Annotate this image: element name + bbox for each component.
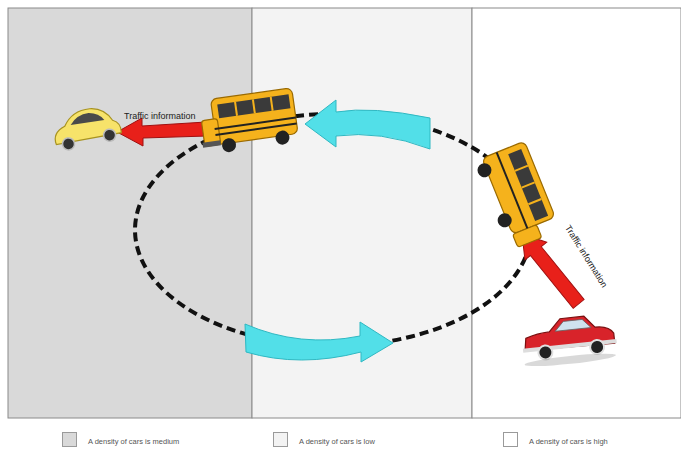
bus-bumper bbox=[202, 140, 221, 147]
legend-swatch bbox=[503, 432, 518, 447]
red-car bbox=[520, 313, 618, 369]
wheel bbox=[475, 161, 493, 179]
legend-item: A density of cars is high bbox=[503, 432, 681, 452]
window-frame bbox=[528, 199, 541, 204]
wheel bbox=[61, 137, 75, 151]
window-frame bbox=[253, 99, 255, 113]
medium-density-band bbox=[8, 8, 252, 418]
bus-windows bbox=[217, 94, 290, 118]
wheel bbox=[102, 128, 116, 142]
legend-item: A density of cars is medium bbox=[62, 432, 262, 452]
legend-item: A density of cars is low bbox=[273, 432, 473, 452]
wheel bbox=[589, 339, 604, 354]
yellow-car bbox=[50, 103, 123, 152]
car-body bbox=[50, 103, 121, 146]
window-frame bbox=[522, 182, 535, 187]
school-bus bbox=[197, 88, 300, 156]
high-density-band bbox=[472, 8, 681, 418]
wheel bbox=[496, 211, 514, 229]
bus-body bbox=[482, 141, 555, 234]
legend-swatch bbox=[273, 432, 288, 447]
direction-arrow bbox=[305, 100, 430, 149]
bus-windows bbox=[508, 149, 548, 221]
wheel bbox=[221, 137, 237, 153]
legend-text: A density of cars is medium bbox=[88, 438, 179, 446]
arrow-label: Traffic information bbox=[124, 112, 196, 121]
bus-body bbox=[210, 88, 298, 145]
car-window bbox=[69, 110, 104, 127]
legend-text: A density of cars is low bbox=[299, 438, 375, 446]
school-bus bbox=[473, 141, 560, 251]
wheel bbox=[538, 345, 553, 360]
bus-stripe bbox=[215, 118, 296, 129]
info-arrow bbox=[117, 118, 207, 146]
window-frame bbox=[515, 166, 528, 171]
window-frame bbox=[235, 102, 237, 116]
legend-swatch bbox=[62, 432, 77, 447]
window-frame bbox=[271, 97, 273, 111]
legend-text: A density of cars is high bbox=[529, 438, 608, 446]
car-shadow bbox=[524, 351, 616, 369]
car-window bbox=[554, 319, 591, 332]
wheel bbox=[275, 130, 291, 146]
direction-arrow bbox=[245, 322, 393, 362]
bus-route bbox=[135, 114, 531, 346]
